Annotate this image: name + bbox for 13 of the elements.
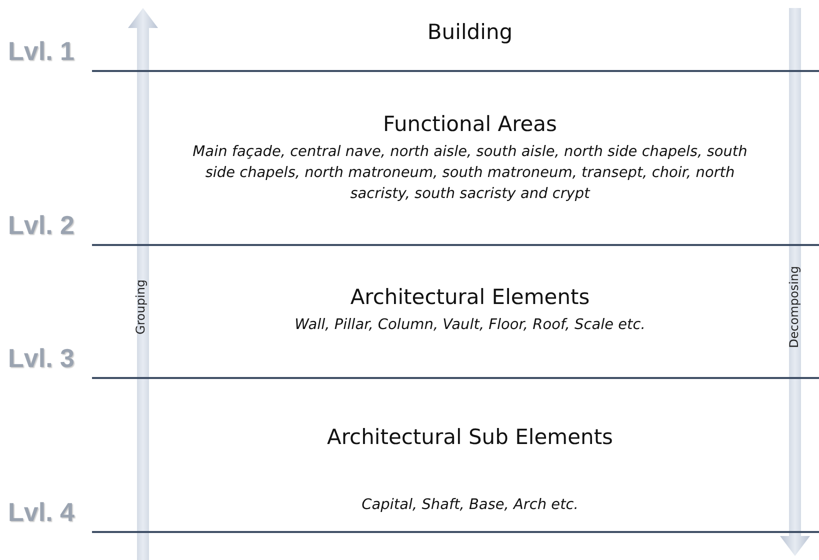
level-label: Lvl. 3 xyxy=(8,343,74,374)
level-description: Wall, Pillar, Column, Vault, Floor, Roof, Scale etc. xyxy=(294,316,646,335)
level-heading: Building xyxy=(427,20,513,44)
arrow-label: Decomposing xyxy=(787,266,802,348)
level-label: Lvl. 2 xyxy=(8,210,74,241)
level-label: Lvl. 4 xyxy=(8,497,74,528)
level-label: Lvl. 1 xyxy=(8,36,74,67)
level-heading: Functional Areas xyxy=(383,112,557,136)
arrow-label: Grouping xyxy=(134,279,148,335)
level-description: Main façade, central nave, north aisle, south aisle, north side chapels, south side chapels, north matroneum, south matroneum, transept, choir, north sacristy, south sacristy and crypt xyxy=(192,143,748,204)
level-heading: Architectural Elements xyxy=(350,285,590,309)
level-description: Capital, Shaft, Base, Arch etc. xyxy=(360,496,580,515)
level-heading: Architectural Sub Elements xyxy=(326,425,613,449)
